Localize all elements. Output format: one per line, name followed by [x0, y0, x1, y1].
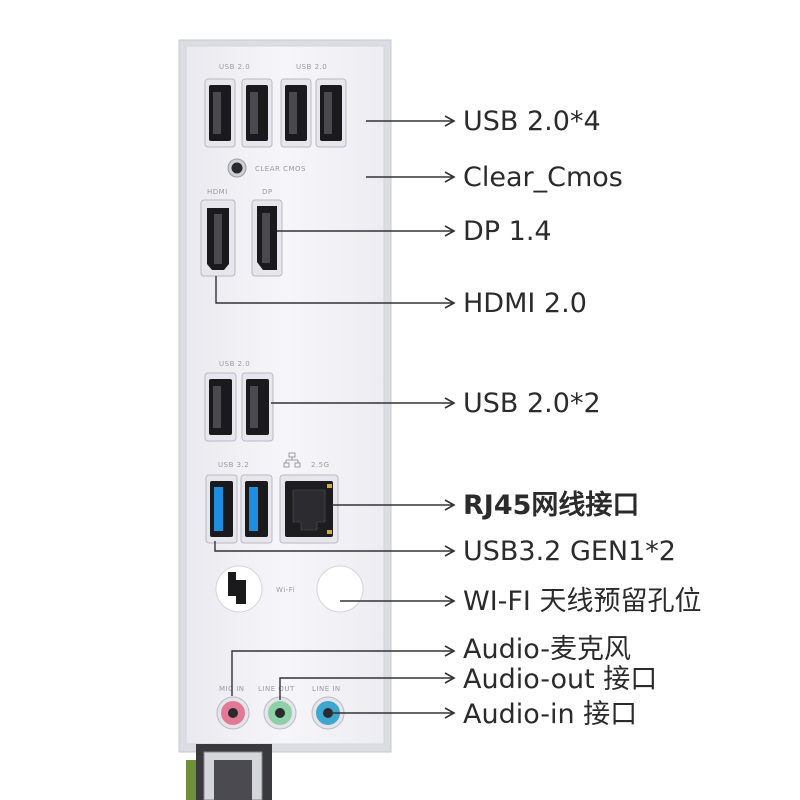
- usb2-ports-top: USB 2.0 USB 2.0: [204, 63, 347, 148]
- usb-port: [241, 372, 274, 442]
- usb32-label: USB 3.2: [218, 461, 249, 469]
- callout-clear-cmos: Clear_Cmos: [463, 162, 623, 193]
- hdmi-label: HDMI: [207, 188, 228, 196]
- callout-usb2x4: USB 2.0*4: [463, 106, 601, 137]
- dp-port: [251, 199, 283, 277]
- rj45-port: [279, 474, 339, 544]
- usb2-ports-middle: USB 2.0: [204, 360, 274, 442]
- clear-cmos-button: CLEAR CMOS: [227, 158, 306, 178]
- callout-mic: Audio-麦克风: [463, 634, 631, 665]
- callout-lines: [214, 115, 456, 719]
- hdmi-port: [200, 199, 236, 277]
- usb3-port: [240, 474, 273, 544]
- callout-line-in: Audio-in 接口: [463, 699, 638, 730]
- line-in-label: LINE IN: [312, 685, 341, 693]
- usb3-port: [205, 474, 238, 544]
- callout-usb32: USB3.2 GEN1*2: [463, 536, 676, 567]
- lan-speed-label: 2.5G: [311, 461, 330, 469]
- callout-hdmi: HDMI 2.0: [463, 288, 587, 319]
- bracket-bottom-tab: [186, 744, 272, 800]
- clear-cmos-label: CLEAR CMOS: [255, 165, 306, 173]
- usb-label-top-right: USB 2.0: [296, 63, 327, 71]
- usb-label-top-left: USB 2.0: [219, 63, 250, 71]
- line-out-jack: [263, 696, 297, 730]
- usb-port: [315, 78, 347, 148]
- leader-usb32: [214, 541, 456, 557]
- io-bracket: [178, 39, 392, 753]
- leader-line-out: [279, 672, 456, 700]
- video-ports: HDMI DP: [200, 188, 283, 277]
- usb-port: [204, 372, 237, 442]
- leader-mic: [231, 645, 456, 696]
- wifi-label: Wi-Fi: [276, 586, 295, 594]
- callout-rj45: RJ45网线接口: [463, 490, 640, 521]
- mic-in-jack: [216, 696, 250, 730]
- lan-icon: [283, 452, 301, 468]
- usb-port: [241, 78, 273, 148]
- callout-line-out: Audio-out 接口: [463, 664, 658, 695]
- callout-dp: DP 1.4: [463, 216, 552, 247]
- callout-usb2x2: USB 2.0*2: [463, 388, 601, 419]
- usb-port: [280, 78, 312, 148]
- callout-wifi: WI-FI 天线预留孔位: [463, 586, 702, 617]
- line-out-label: LINE OUT: [258, 685, 295, 693]
- usb3-and-lan: USB 3.2 2.5G: [205, 452, 339, 544]
- usb-label-middle: USB 2.0: [219, 360, 250, 368]
- usb-port: [204, 78, 236, 148]
- leader-hdmi: [215, 276, 456, 309]
- dp-label: DP: [262, 188, 273, 196]
